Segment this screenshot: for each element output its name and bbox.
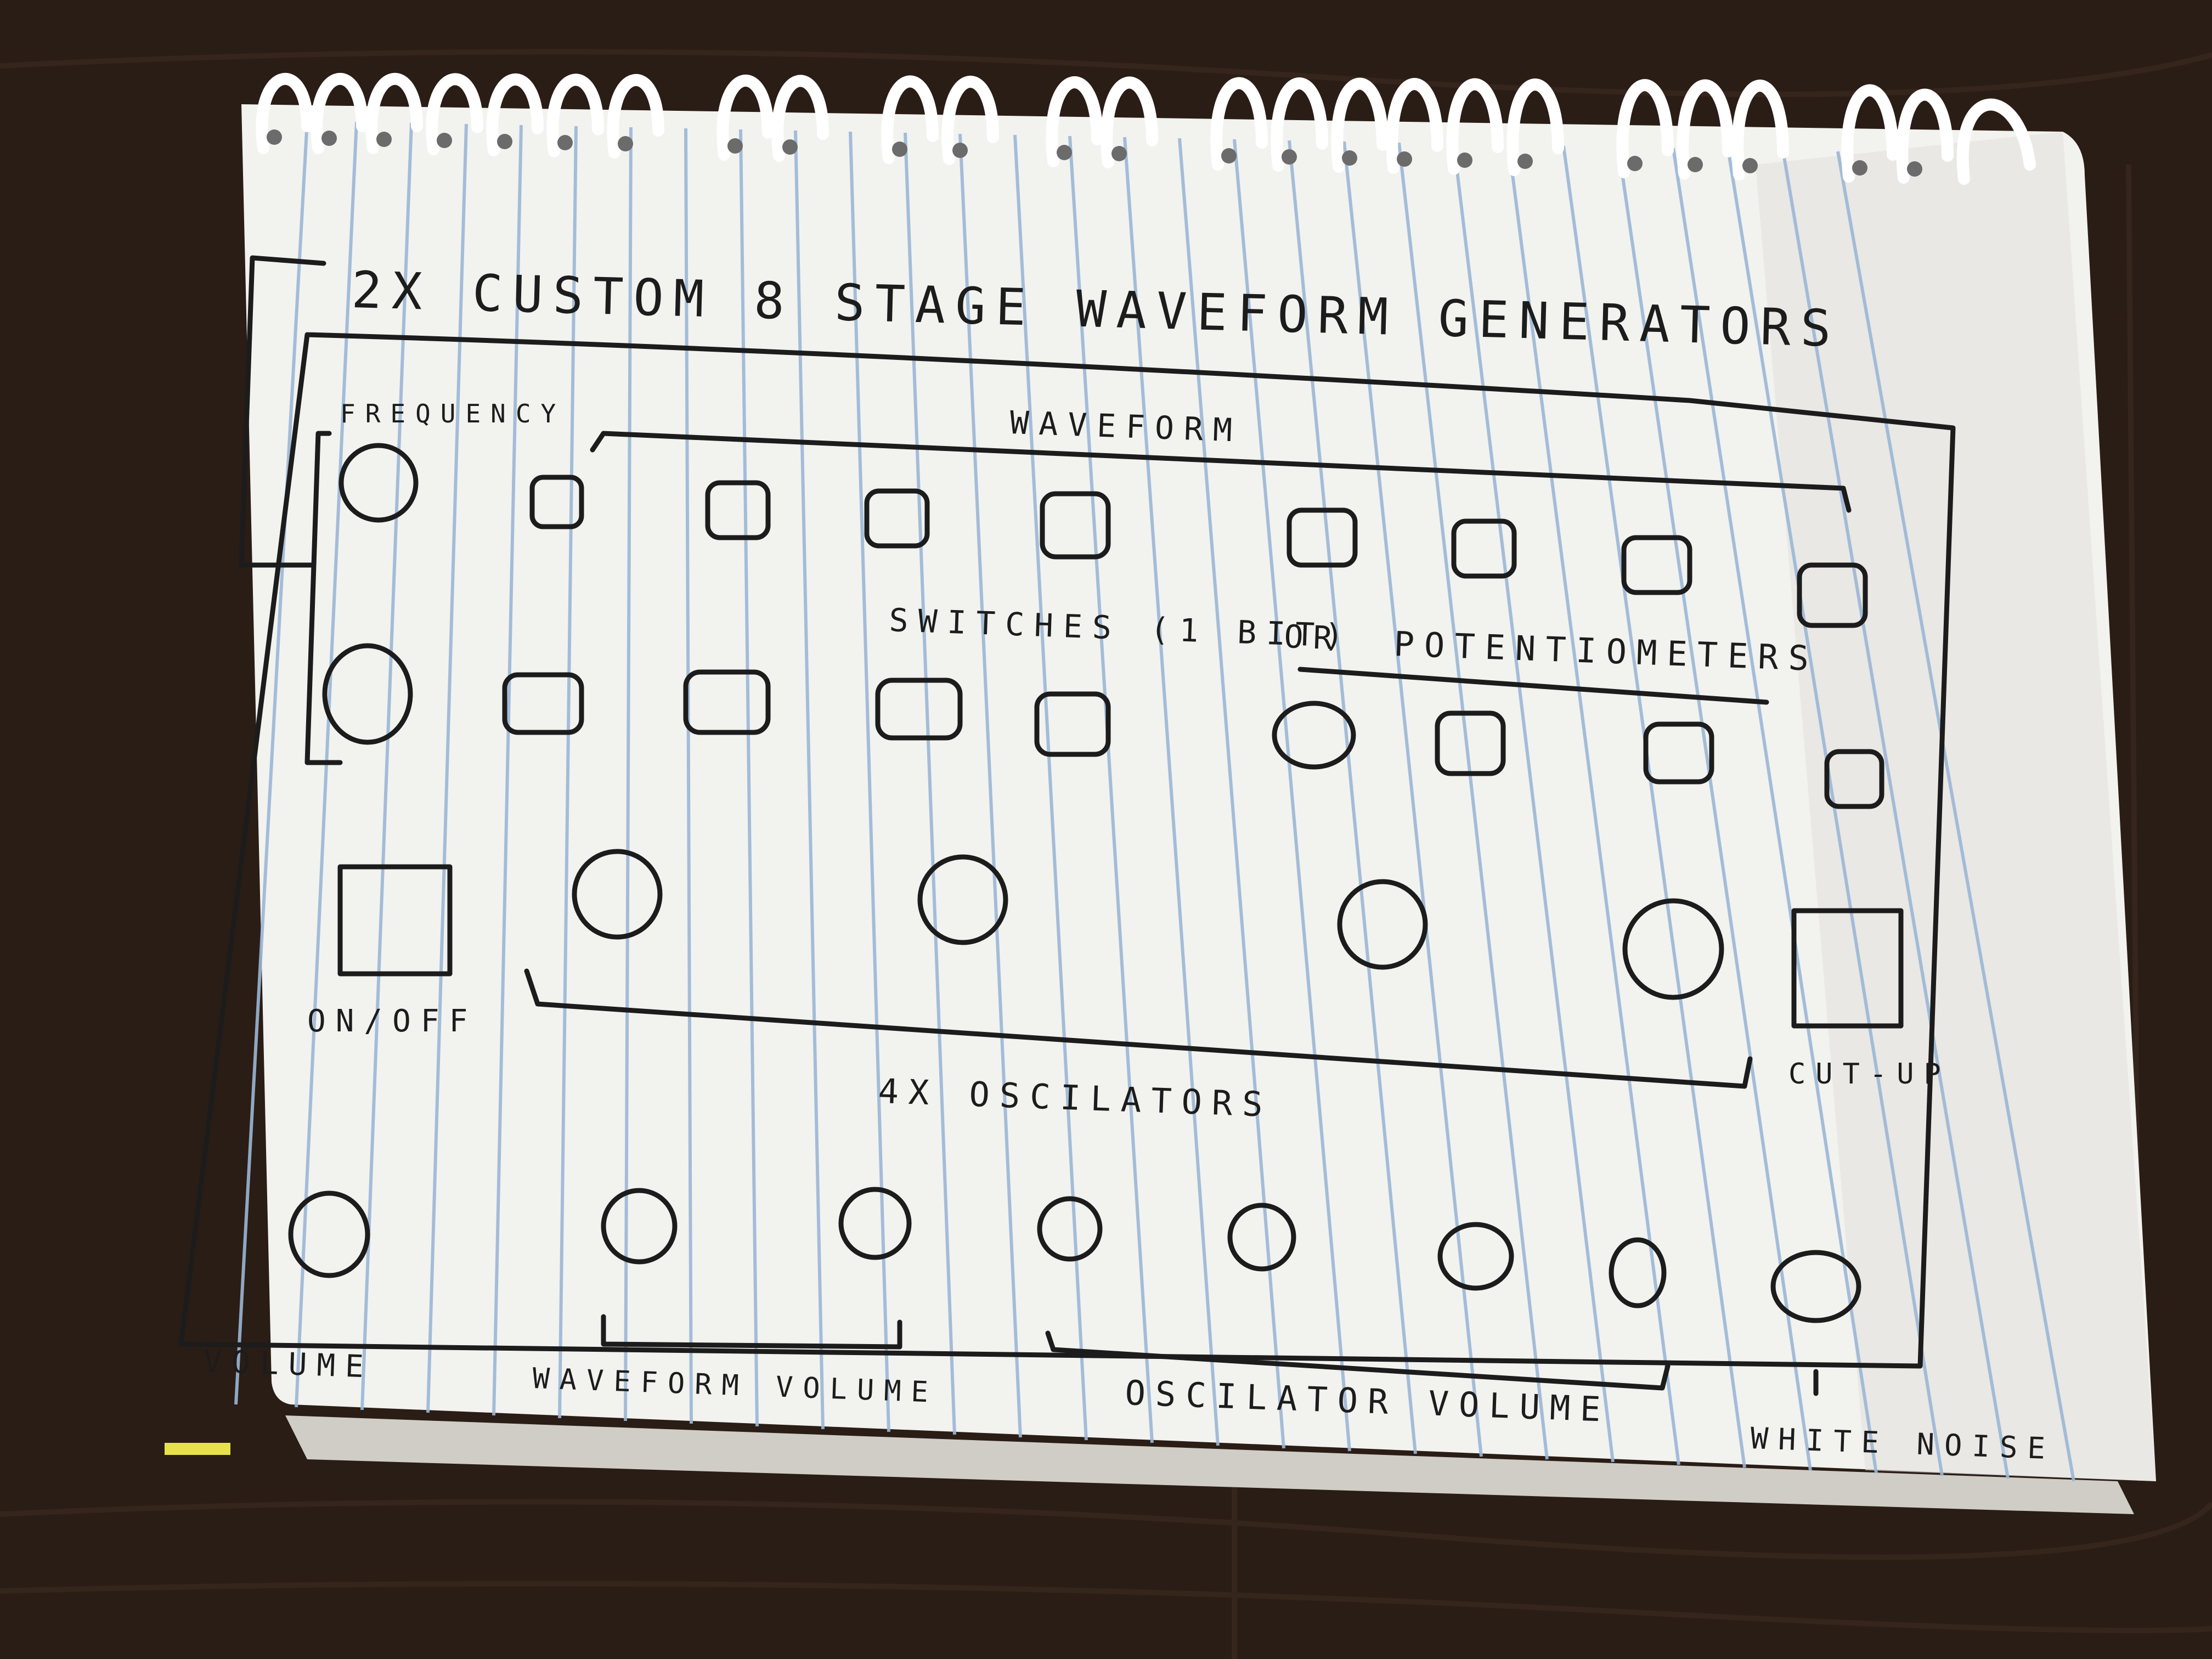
waveform-switch-1b (705, 480, 771, 540)
waveform-switch-1h (1797, 562, 1868, 628)
oscillator-volume-knob-3 (1437, 1222, 1514, 1291)
cut-up-label: CUT-UP (1788, 1058, 1951, 1091)
oscillator-knob-2 (917, 854, 1008, 945)
oscillator-knob-4 (1622, 898, 1724, 1000)
frequency-knob-1 (338, 443, 419, 523)
oscillator-volume-knob-4 (1609, 1237, 1667, 1308)
master-volume-knob (288, 1190, 370, 1278)
waveform-switch-1e (1286, 507, 1358, 568)
waveform-switch-2a (502, 672, 584, 735)
frequency-bracket (304, 431, 343, 765)
waveform-switch-2g (1643, 721, 1714, 785)
ink-sketch (178, 255, 1956, 1396)
frequency-knob-2 (322, 643, 413, 745)
frequency-label: FREQUENCY (340, 399, 566, 428)
waveform-label: WAVEFORM (1009, 404, 1243, 449)
oscillator-volume-knob-1 (1037, 1196, 1103, 1262)
volume-label: VOLUME (203, 1344, 374, 1385)
waveform-switch-1d (1040, 491, 1111, 560)
wood-grain (0, 49, 2212, 1659)
waveform-switch-1g (1621, 535, 1692, 595)
oscillator-knob-3 (1337, 879, 1428, 970)
punch-holes (267, 129, 1922, 177)
waveform-volume-bracket (601, 1314, 902, 1350)
oscillator-volume-bracket (1045, 1330, 1671, 1391)
on-off-switch (337, 864, 453, 977)
waveform-switch-1c (864, 488, 930, 549)
paper-stack-edge (285, 1415, 2134, 1514)
yellow-sheet-edge (165, 1443, 230, 1455)
waveform-switch-1a (529, 475, 584, 529)
on-off-label: ON/OFF (307, 1003, 477, 1039)
waveform-switch-2e (1272, 701, 1356, 770)
potentiometers-underline (1297, 667, 1769, 705)
panel-outline (178, 332, 1956, 1369)
white-noise-knob (1770, 1250, 1861, 1323)
waveform-switch-2c (875, 678, 963, 741)
waveform-volume-knob-2 (838, 1187, 912, 1260)
waveform-volume-knob-1 (601, 1188, 678, 1265)
waveform-switch-1f (1451, 518, 1517, 579)
spiral-binding (256, 72, 2036, 185)
oscillator-knob-1 (572, 849, 663, 940)
notebook-page (241, 104, 2156, 1481)
waveform-switch-2h (1824, 749, 1884, 809)
or-label: OR (1284, 618, 1343, 657)
oscillator-volume-knob-2 (1227, 1203, 1296, 1272)
waveform-switch-2d (1034, 691, 1111, 757)
waveform-switch-2b (683, 669, 771, 735)
waveform-switch-2f (1435, 710, 1506, 776)
generator-bracket (239, 255, 326, 568)
cut-up-switch (1791, 908, 1904, 1029)
oscillators-bracket (524, 968, 1753, 1089)
waveform-bracket (590, 431, 1852, 513)
page-shadow (1756, 132, 2156, 1481)
